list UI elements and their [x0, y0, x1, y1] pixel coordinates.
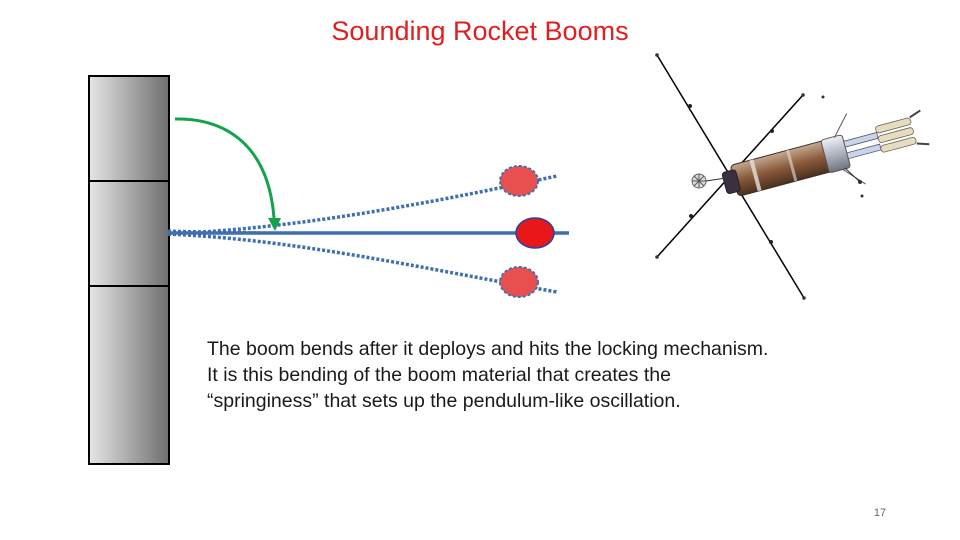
mounting-wall [88, 75, 170, 465]
tip-mass-lower [499, 266, 539, 298]
wall-panel-bottom [88, 285, 170, 465]
tip-mass-center [515, 217, 555, 249]
boom-bent-down [167, 232, 558, 294]
slide-title: Sounding Rocket Booms [331, 16, 629, 46]
probe-sphere-icon [691, 173, 707, 189]
page-number: 17 [873, 507, 887, 519]
tip-mass-upper [499, 165, 539, 197]
boom-bent-up [167, 174, 558, 236]
sounding-rocket-illustration [655, 53, 930, 300]
wall-panel-middle [88, 180, 170, 287]
wall-panel-top [88, 75, 170, 182]
caption-line: “springiness” that sets up the pendulum-… [207, 390, 681, 412]
caption-text: The boom bends after it deploys and hits… [207, 336, 907, 414]
bend-arrow [174, 117, 281, 231]
caption-line: The boom bends after it deploys and hits… [207, 338, 769, 360]
caption-line: It is this bending of the boom material … [207, 364, 671, 386]
